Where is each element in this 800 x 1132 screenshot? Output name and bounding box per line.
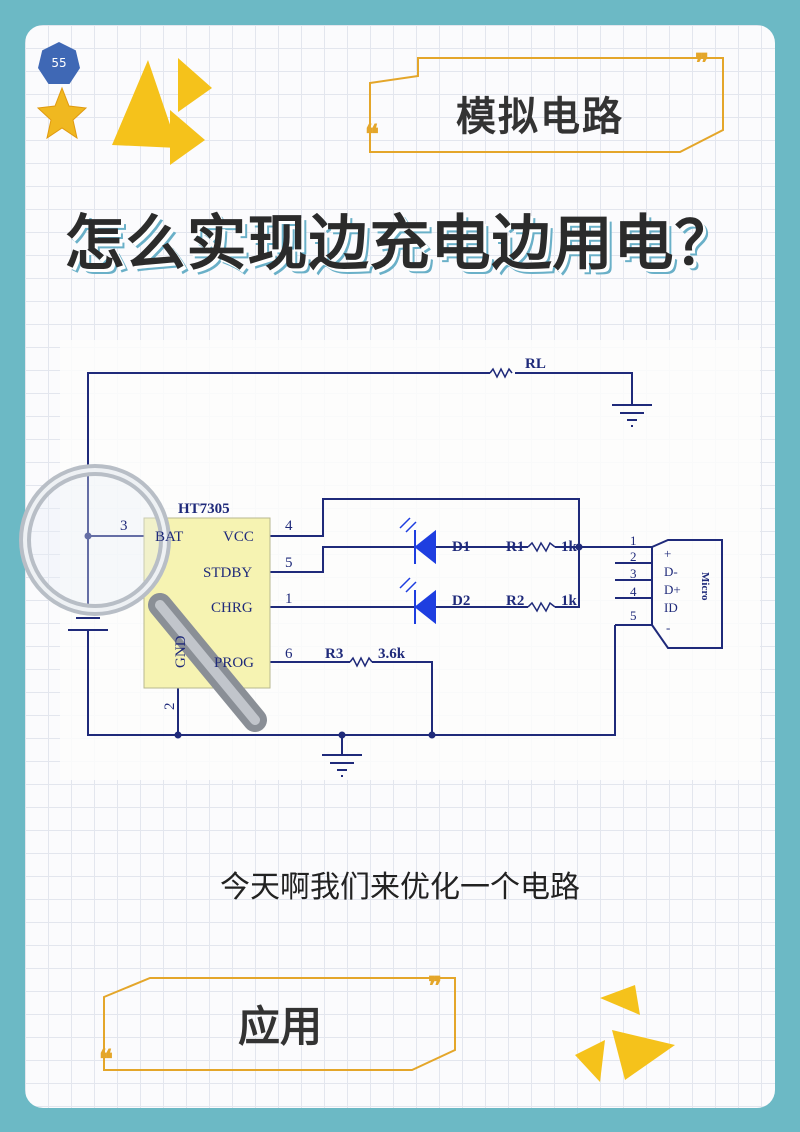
resistor-rl bbox=[489, 367, 513, 379]
ground-symbols bbox=[322, 404, 652, 777]
resistor-r3 bbox=[349, 656, 373, 668]
section-tag: 应用 bbox=[237, 1001, 322, 1051]
circuit-label: D+ bbox=[664, 582, 681, 597]
circuit-label: + bbox=[664, 546, 671, 561]
circuit-mark bbox=[84, 532, 92, 540]
circuit-label: 4 bbox=[285, 518, 293, 534]
circuit-mark bbox=[155, 600, 260, 725]
circuit-label: 3.6k bbox=[378, 646, 406, 662]
circuit-label: D- bbox=[664, 564, 678, 579]
circuit-mark bbox=[615, 546, 652, 626]
circuit-label: RL bbox=[525, 356, 546, 372]
yellow-triangle-icon bbox=[170, 110, 205, 165]
circuit-mark bbox=[322, 754, 362, 777]
resistor-r2 bbox=[527, 601, 556, 613]
circuit-label: 3 bbox=[630, 566, 637, 581]
circuit-mark bbox=[575, 543, 583, 551]
circuit-mark bbox=[87, 372, 633, 605]
subtitle: 今天啊我们来优化一个电路 bbox=[220, 870, 580, 905]
circuit-label: 2 bbox=[630, 549, 637, 564]
circuit-label: 1 bbox=[630, 533, 637, 548]
circuit-mark bbox=[338, 731, 346, 739]
circuit-label: R1 bbox=[506, 539, 524, 555]
tag-frame-top bbox=[369, 57, 724, 153]
circuit-label: ID bbox=[664, 600, 678, 615]
circuit-mark bbox=[270, 546, 615, 573]
circuit-label: CHRG bbox=[211, 600, 253, 616]
yellow-triangle-icon bbox=[600, 985, 640, 1015]
resistor-zigzags bbox=[349, 367, 556, 668]
circuit-label: 1 bbox=[285, 591, 293, 607]
circuit-mark bbox=[174, 731, 182, 739]
circuit-mark bbox=[270, 661, 433, 735]
circuit-mark bbox=[23, 468, 167, 612]
page-title: 怎么实现边充电边用电？ bbox=[64, 209, 736, 279]
pin-bat-number: 3 bbox=[120, 518, 128, 534]
leds bbox=[399, 517, 436, 625]
circuit-label: - bbox=[666, 620, 670, 635]
tag-frame-bottom bbox=[103, 977, 456, 1071]
circuit-mark bbox=[612, 404, 652, 427]
circuit-mark: 1 2 3 4 5 + D- D+ ID - bbox=[630, 533, 681, 635]
magnifier-icon bbox=[19, 464, 267, 732]
led-d1-icon bbox=[414, 529, 436, 565]
ic-name: HT7305 bbox=[178, 501, 230, 517]
circuit-label: R3 bbox=[325, 646, 343, 662]
junction-dots bbox=[84, 532, 583, 739]
wires bbox=[87, 372, 723, 755]
circuit-label: 5 bbox=[285, 555, 293, 571]
quote-mark-icon: ❞ bbox=[428, 972, 442, 1001]
circuit-label: GND bbox=[173, 635, 189, 668]
pin-bat-label: BAT bbox=[155, 529, 183, 545]
circuit-mark bbox=[399, 517, 417, 593]
connector-name: Micro bbox=[699, 572, 711, 601]
circuit-label: D2 bbox=[452, 593, 470, 609]
circuit-label: 5 bbox=[630, 608, 637, 623]
circuit-mark bbox=[270, 547, 580, 608]
yellow-triangle-icon bbox=[178, 58, 212, 112]
micro-usb-connector bbox=[651, 539, 723, 649]
circuit-mark bbox=[428, 731, 436, 739]
circuit-label: 4 bbox=[630, 584, 637, 599]
resistor-r1 bbox=[527, 541, 556, 553]
yellow-triangle-icon bbox=[575, 1040, 605, 1082]
quote-mark-icon: ❞ bbox=[695, 49, 709, 78]
circuit-label: 2 bbox=[162, 703, 178, 711]
led-d2-icon bbox=[414, 589, 436, 625]
circuit-label: VCC bbox=[223, 529, 254, 545]
quote-mark-icon: ❝ bbox=[99, 1045, 113, 1074]
yellow-triangle-icon bbox=[612, 1030, 675, 1080]
circuit-label: 1k bbox=[561, 539, 578, 555]
category-tag: 模拟电路 bbox=[456, 94, 624, 140]
yellow-triangle-icon bbox=[112, 60, 178, 148]
circuit-mark bbox=[270, 498, 580, 547]
circuit-label: D1 bbox=[452, 539, 470, 555]
circuit-mark bbox=[87, 625, 616, 736]
page-number-badge: 55 bbox=[38, 42, 80, 84]
circuit-label: 1k bbox=[561, 593, 578, 609]
circuit-label: STDBY bbox=[203, 565, 252, 581]
star-icon bbox=[36, 86, 88, 140]
circuit-label: PROG bbox=[214, 655, 254, 671]
quote-mark-icon: ❝ bbox=[365, 120, 379, 149]
circuit-label: 6 bbox=[285, 646, 293, 662]
circuit-label: R2 bbox=[506, 593, 524, 609]
